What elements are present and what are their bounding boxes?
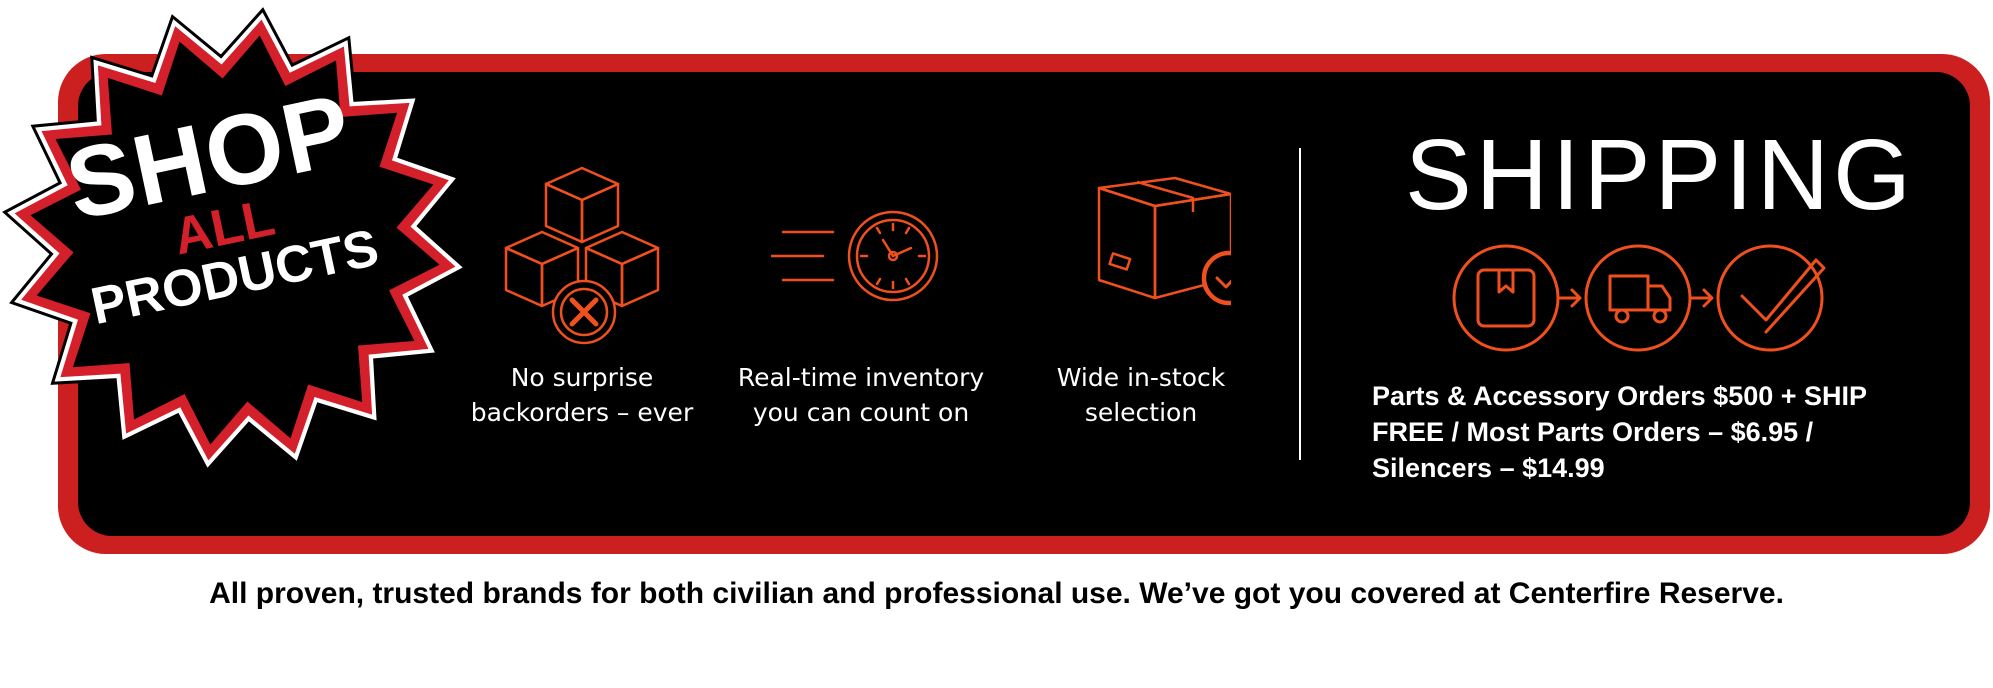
starburst-icon bbox=[2, 7, 468, 473]
shipping-line2: FREE / Most Parts Orders – $6.95 / bbox=[1372, 417, 1814, 447]
shipping-steps bbox=[1452, 238, 1872, 363]
box-check-icon bbox=[1097, 176, 1231, 306]
fast-clock-icon bbox=[771, 210, 939, 302]
feature-label-line1: Wide in-stock bbox=[1056, 363, 1226, 392]
shipping-line3: Silencers – $14.99 bbox=[1372, 453, 1605, 483]
arrow-icon bbox=[1690, 288, 1714, 308]
feature-real-time-inventory: Real-time inventory you can count on bbox=[736, 160, 986, 430]
package-icon bbox=[1452, 244, 1560, 352]
shipping-rates: Parts & Accessory Orders $500 + SHIP FRE… bbox=[1372, 378, 1952, 486]
feature-label-line1: No surprise bbox=[510, 363, 654, 392]
feature-in-stock-selection: Wide in-stock selection bbox=[1016, 160, 1266, 430]
section-divider bbox=[1299, 148, 1301, 460]
arrow-icon bbox=[1558, 288, 1582, 308]
boxes-cancel-icon bbox=[504, 166, 660, 345]
feature-label-line2: selection bbox=[1084, 398, 1198, 427]
shipping-title: SHIPPING bbox=[1405, 119, 1915, 231]
tagline: All proven, trusted brands for both civi… bbox=[209, 577, 1784, 610]
feature-label-line1: Real-time inventory bbox=[737, 363, 985, 392]
feature-label-line2: backorders – ever bbox=[470, 398, 694, 427]
feature-label-line2: you can count on bbox=[752, 398, 970, 427]
feature-no-backorders: No surprise backorders – ever bbox=[457, 160, 707, 430]
shipping-line1: Parts & Accessory Orders $500 + SHIP bbox=[1372, 381, 1868, 411]
shop-all-products-button[interactable]: SHOP ALL PRODUCTS bbox=[0, 0, 470, 480]
truck-icon bbox=[1584, 244, 1692, 352]
checkmark-icon bbox=[1716, 244, 1826, 352]
